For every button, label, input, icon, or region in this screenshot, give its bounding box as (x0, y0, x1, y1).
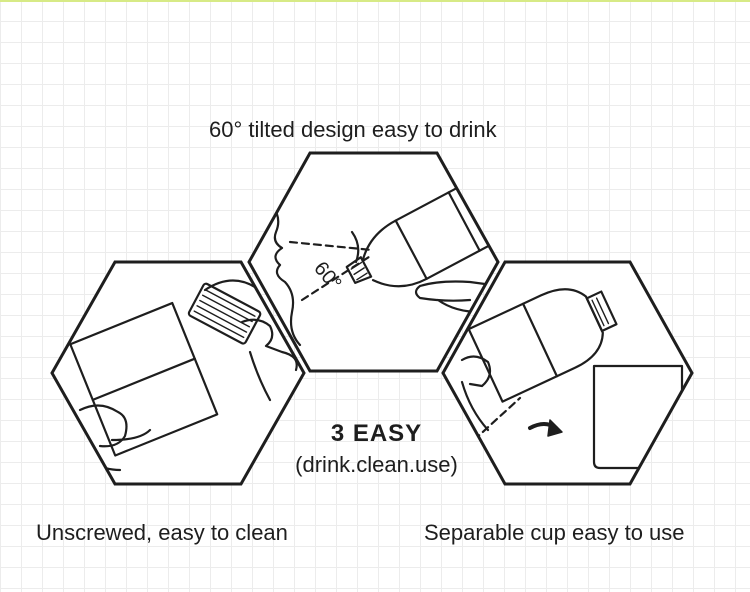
hexagon-drink: 60° (247, 151, 500, 373)
center-subtitle: (drink.clean.use) (295, 452, 458, 477)
caption-separable-cup: Separable cup easy to use (424, 520, 685, 545)
top-accent-line (0, 0, 750, 2)
hexagon-use (441, 260, 694, 486)
center-title: 3 EASY (330, 420, 423, 447)
caption-tilted-design: 60° tilted design easy to drink (209, 117, 497, 142)
caption-unscrewed: Unscrewed, easy to clean (36, 520, 288, 545)
hexagon-clean (50, 260, 306, 486)
